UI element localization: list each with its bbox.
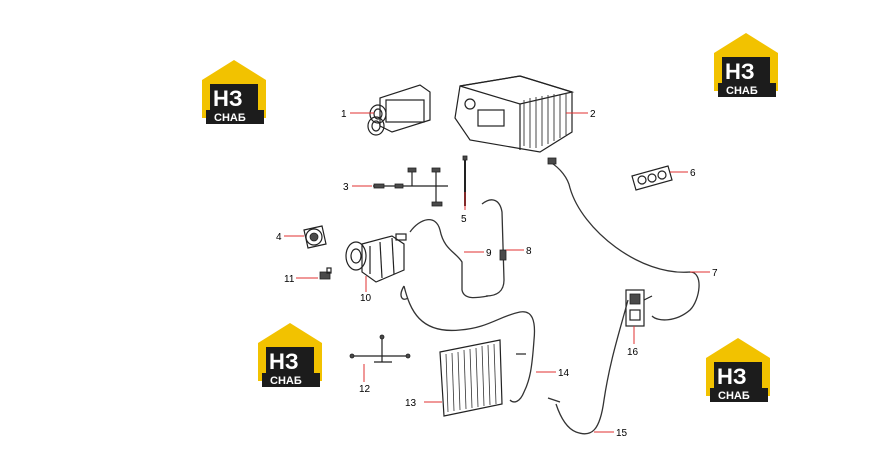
callout-3: 3: [343, 182, 372, 193]
logo-word: СНАБ: [718, 390, 750, 402]
callout-1: 1: [341, 109, 374, 120]
callout-7: 7: [690, 268, 718, 279]
callout-2: 2: [566, 109, 596, 120]
callout-6: 6: [670, 168, 696, 179]
part-4-clutch-pulley: [303, 225, 327, 249]
callout-10: 10: [360, 276, 372, 304]
part-3-wiring-harness: [373, 167, 448, 207]
svg-text:2: 2: [590, 109, 596, 120]
part-7-hose: [547, 157, 700, 321]
callout-14: 14: [536, 368, 570, 379]
part-10-compressor: [345, 233, 407, 283]
svg-text:3: 3: [343, 182, 349, 193]
logo-word: СНАБ: [214, 112, 246, 124]
svg-text:5: 5: [461, 214, 467, 225]
logo-letters: НЗ: [213, 86, 243, 111]
callout-5: 5: [461, 192, 467, 225]
svg-text:11: 11: [284, 274, 295, 285]
svg-text:13: 13: [405, 398, 417, 409]
svg-text:7: 7: [712, 268, 718, 279]
callout-4: 4: [276, 232, 304, 243]
logo-word: СНАБ: [726, 85, 758, 97]
brand-logo: НЗ СНАБ: [714, 33, 778, 97]
callout-9: 9: [464, 248, 492, 259]
svg-text:14: 14: [558, 368, 570, 379]
brand-logo: НЗ СНАБ: [202, 60, 266, 124]
svg-text:15: 15: [616, 428, 628, 439]
svg-text:12: 12: [359, 384, 371, 395]
logo-letters: НЗ: [717, 364, 747, 389]
callout-15: 15: [594, 428, 628, 439]
logo-letters: НЗ: [269, 349, 299, 374]
svg-text:1: 1: [341, 109, 347, 120]
callout-8: 8: [506, 246, 532, 257]
callout-12: 12: [359, 364, 371, 395]
part-1-blower-duct: [367, 84, 431, 136]
part-2-hvac-housing: [454, 75, 575, 153]
part-13-condenser: [439, 339, 503, 417]
part-8-hose: [481, 199, 507, 297]
brand-logo: НЗ СНАБ: [706, 338, 770, 402]
part-16-valve-block: [625, 289, 653, 327]
part-15-hose: [547, 299, 629, 435]
callout-16: 16: [627, 326, 639, 358]
part-9-hose: [400, 219, 489, 300]
callout-11: 11: [284, 274, 318, 285]
svg-text:4: 4: [276, 232, 282, 243]
svg-text:16: 16: [627, 347, 639, 358]
svg-text:10: 10: [360, 293, 372, 304]
logo-word: СНАБ: [270, 375, 302, 387]
part-6-control-panel: [631, 165, 673, 191]
part-12-harness: [349, 334, 411, 363]
svg-text:8: 8: [526, 246, 532, 257]
svg-text:6: 6: [690, 168, 696, 179]
callout-13: 13: [405, 398, 442, 409]
logo-letters: НЗ: [725, 59, 755, 84]
part-14-hose: [403, 285, 536, 403]
svg-text:9: 9: [486, 248, 492, 259]
part-11-pressure-switch: [319, 267, 332, 280]
brand-logo: НЗ СНАБ: [258, 323, 322, 387]
